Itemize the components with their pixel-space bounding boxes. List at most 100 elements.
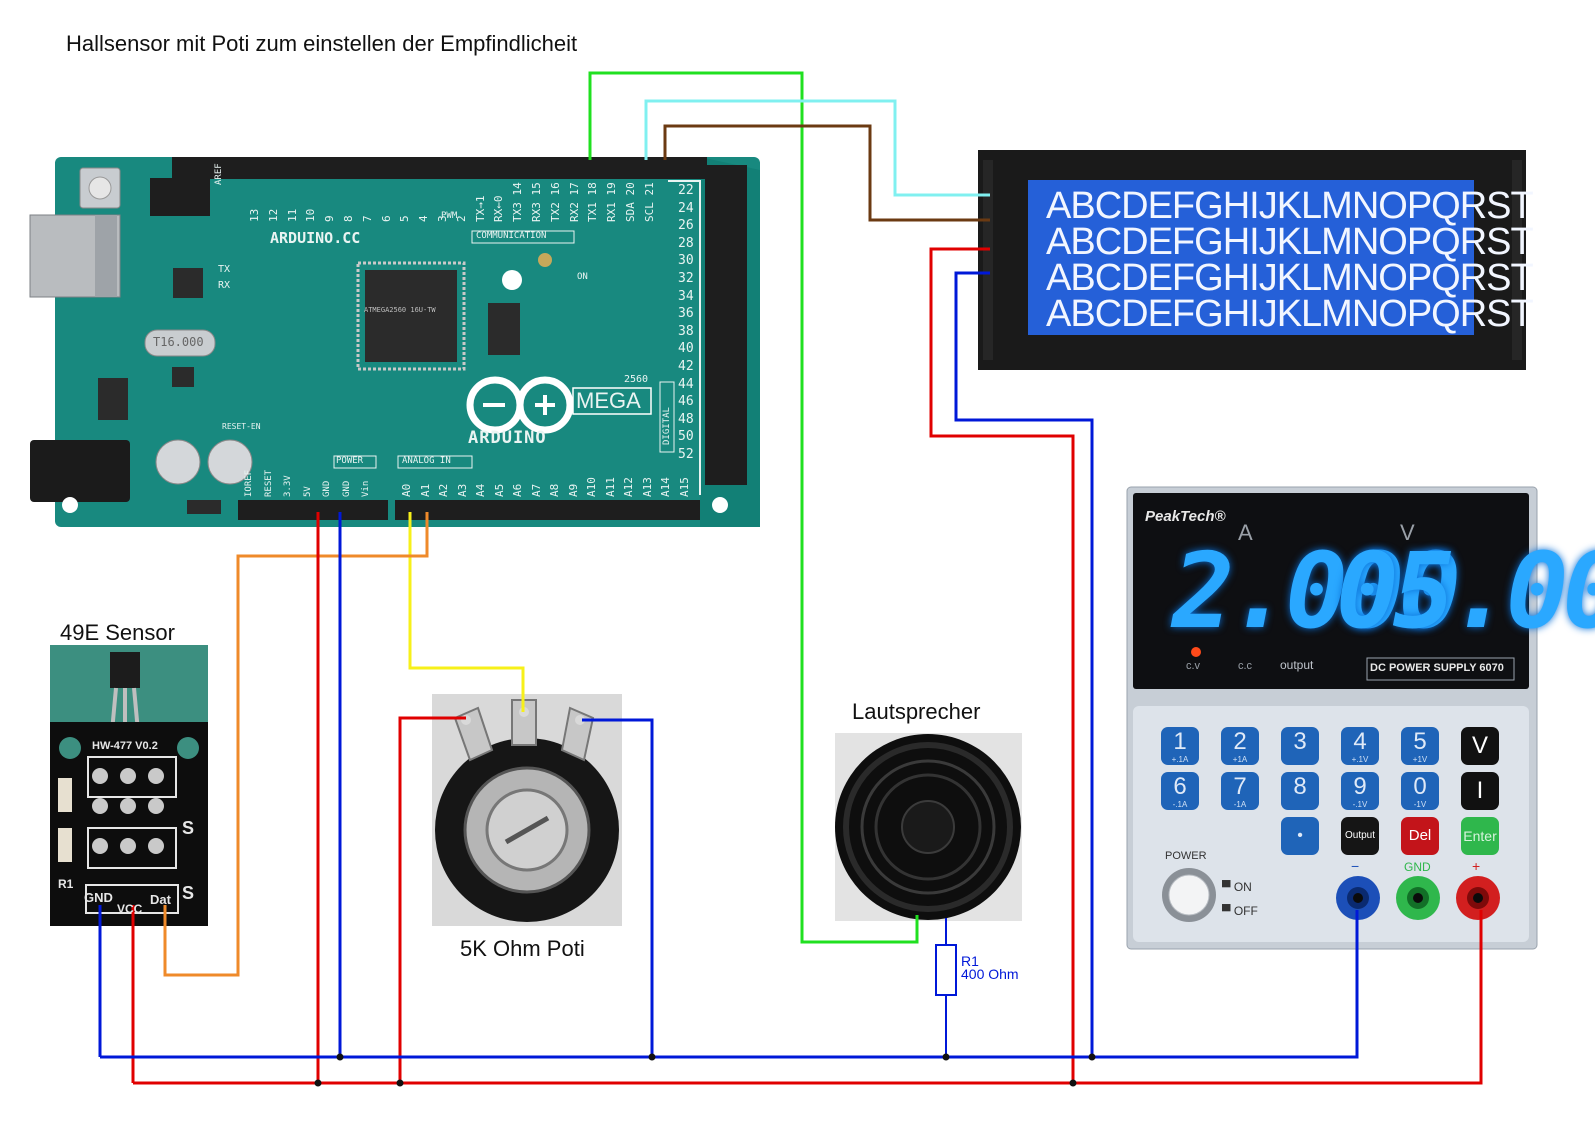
psu-volt-label: V — [1400, 520, 1415, 545]
wire-red-poti — [398, 716, 466, 1083]
resistor-name: R1 — [961, 953, 979, 969]
pwm-label: PWM — [441, 211, 458, 221]
resistor-r1 — [935, 918, 957, 1058]
psu-key-enter[interactable]: Enter — [1461, 817, 1499, 855]
terminal-gnd — [1396, 876, 1440, 920]
psu-key-9[interactable]: 9-.1V — [1341, 772, 1379, 810]
analog-pin-label: A2 — [437, 483, 450, 497]
reset-en-label: RESET-EN — [222, 422, 261, 431]
top-header — [172, 157, 707, 179]
psu-key-output[interactable]: Output — [1341, 817, 1379, 855]
psu-gnd-label: GND — [1404, 860, 1431, 874]
hall-sensor-module — [50, 645, 208, 926]
dc-jack — [30, 440, 130, 502]
model-number: 2560 — [624, 374, 649, 385]
top-pin-label: 2 — [454, 215, 468, 222]
top-pin-label: 8 — [342, 215, 355, 222]
psu-key-1[interactable]: 1+.1A — [1161, 727, 1199, 765]
right-pin-label: 36 — [678, 306, 694, 322]
sensor-pin-gnd: GND — [84, 890, 113, 905]
wire-yellow — [408, 512, 525, 712]
psu-key-2[interactable]: 2+1A — [1221, 727, 1259, 765]
psu-key-del[interactable]: Del — [1401, 817, 1439, 855]
analog-pin-label: A15 — [677, 477, 691, 497]
wire-orange — [163, 512, 429, 977]
psu-key-sub: +1V — [1412, 755, 1428, 764]
junction-dots — [314, 1053, 1096, 1087]
power-pin-label: 5V — [302, 486, 313, 497]
arduino-logo-text: ARDUINO — [468, 428, 547, 448]
top-pin-label: SCL 21 — [642, 182, 656, 222]
analog-pin-label: A13 — [640, 477, 654, 497]
psu-key-6[interactable]: 6-.1A — [1161, 772, 1199, 810]
top-pin-label: RX2 17 — [567, 182, 581, 222]
power-label: POWER — [336, 456, 364, 466]
power-pin-label: IOREF — [244, 469, 254, 497]
top-pin-label: TX2 16 — [548, 182, 562, 222]
sensor-board-text: HW-477 V0.2 — [92, 740, 158, 752]
poti-label: 5K Ohm Poti — [460, 936, 585, 961]
psu-key-dot[interactable]: • — [1281, 817, 1319, 855]
resistor-value: 400 Ohm — [961, 966, 1019, 982]
wire-cyan — [644, 99, 990, 197]
top-pin-label: SDA 20 — [624, 182, 637, 222]
analog-header — [395, 500, 700, 520]
top-pin-label: 5 — [398, 215, 412, 222]
mega-text: MEGA — [576, 388, 641, 413]
on-label: ON — [577, 272, 588, 282]
analog-pin-label: A12 — [622, 477, 635, 497]
potentiometer — [432, 694, 622, 926]
psu-key-sub: +.1V — [1351, 755, 1369, 764]
psu-model-label: DC POWER SUPPLY 6070 — [1370, 662, 1504, 674]
top-pin-label: TX→1 — [473, 195, 487, 223]
ground-bus — [100, 910, 1359, 1059]
top-pin-label: RX3 15 — [530, 182, 543, 222]
analog-pin-label: A11 — [603, 477, 617, 497]
analog-pin-label: A6 — [511, 483, 524, 497]
crystal-label: T16.000 — [153, 335, 204, 349]
top-pin-label: 11 — [285, 208, 299, 222]
psu-off-label: ▀ OFF — [1222, 904, 1258, 918]
right-pin-label: 26 — [678, 218, 694, 234]
speaker-label: Lautsprecher — [852, 699, 981, 724]
lcd-line-4: ABCDEFGHIJKLMNOPQRST — [1046, 293, 1534, 335]
psu-voltage-display: 05.00 — [1336, 530, 1595, 652]
analog-pin-label: A3 — [455, 483, 469, 497]
sensor-label: 49E Sensor — [60, 620, 175, 645]
psu-key-sub: -.1A — [1172, 800, 1188, 809]
digital-label: DIGITAL — [662, 407, 672, 445]
psu-key-7[interactable]: 7-1A — [1221, 772, 1259, 810]
positive-bus — [133, 910, 1483, 1085]
right-pin-label: 46 — [678, 394, 694, 410]
psu-key-main: 1 — [1173, 728, 1187, 755]
psu-key-i[interactable]: I — [1461, 772, 1499, 810]
top-pin-label: TX3 14 — [511, 182, 525, 222]
psu-key-v[interactable]: V — [1461, 727, 1499, 765]
arduino-mega-board — [29, 157, 760, 527]
top-pin-label: RX←0 — [492, 195, 506, 223]
psu-plus-label: + — [1472, 858, 1481, 874]
psu-key-main: 8 — [1293, 773, 1307, 800]
psu-key-main: 2 — [1233, 728, 1247, 755]
right-pin-label: 40 — [678, 341, 694, 357]
psu-key-5[interactable]: 5+1V — [1401, 727, 1439, 765]
wire-blue-lcd — [954, 271, 1094, 1057]
power-pin-label: RESET — [263, 469, 274, 497]
psu-key-main: 7 — [1233, 773, 1247, 800]
psu-cc-label: c.c — [1238, 660, 1253, 672]
right-pin-label: 30 — [678, 253, 694, 269]
sensor-s-mark-2: S — [182, 883, 195, 903]
right-pin-label: 38 — [678, 323, 694, 339]
analog-pin-label: A4 — [474, 483, 487, 497]
psu-key-sub: -1A — [1233, 800, 1247, 809]
psu-key-main: 5 — [1413, 728, 1427, 755]
top-pin-label: 9 — [323, 215, 337, 222]
right-pin-label: 50 — [678, 429, 694, 445]
psu-key-8[interactable]: 8 — [1281, 772, 1319, 810]
psu-current-display: 2.000 — [1172, 530, 1461, 652]
psu-key-4[interactable]: 4+.1V — [1341, 727, 1379, 765]
psu-key-3[interactable]: 3 — [1281, 727, 1319, 765]
wires — [98, 71, 1483, 1085]
psu-key-0[interactable]: 0-1V — [1401, 772, 1439, 810]
analog-pin-label: A9 — [566, 483, 580, 497]
